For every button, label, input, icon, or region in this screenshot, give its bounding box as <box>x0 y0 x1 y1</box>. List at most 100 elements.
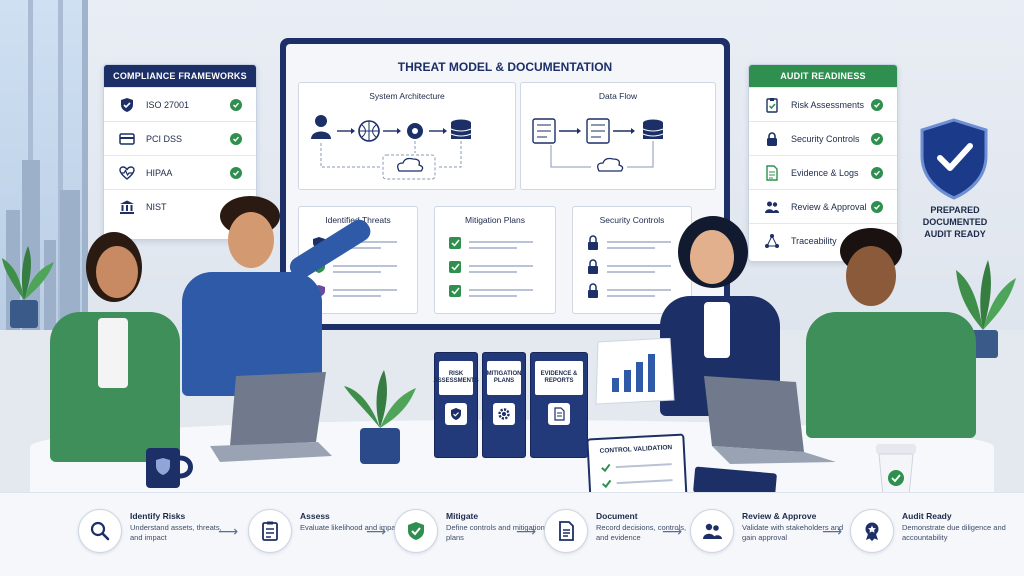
step-desc: Define controls and mitigation plans <box>446 523 545 543</box>
step-mitigate[interactable]: Mitigate Define controls and mitigation … <box>394 503 545 567</box>
check-icon <box>230 166 242 179</box>
document-icon <box>548 403 570 425</box>
process-steps-bar: Identify Risks Understand assets, threat… <box>0 492 1024 576</box>
audit-item-risk[interactable]: Risk Assessments <box>749 87 897 121</box>
heartbeat-icon <box>118 164 136 182</box>
card-icon <box>118 130 136 148</box>
document-icon <box>763 164 781 182</box>
plant-left <box>2 246 54 328</box>
laptop-left <box>210 372 332 462</box>
award-icon <box>850 509 894 553</box>
shield-icon <box>445 403 467 425</box>
step-identify-risks[interactable]: Identify Risks Understand assets, threat… <box>78 503 228 567</box>
data-flow-diagram <box>532 118 664 172</box>
arrow-right-icon: ⟶ <box>662 523 683 539</box>
gear-icon <box>493 403 515 425</box>
audit-item-review[interactable]: Review & Approval <box>749 189 897 223</box>
compliance-frameworks-title: COMPLIANCE FRAMEWORKS <box>104 65 256 87</box>
clipboard-label: CONTROL VALIDATION <box>599 444 673 455</box>
step-assess[interactable]: Assess Evaluate likelihood and impact <box>248 503 401 567</box>
audit-readiness-title: AUDIT READINESS <box>749 65 897 87</box>
step-document[interactable]: Document Record decisions, controls, and… <box>544 503 694 567</box>
step-title: Review & Approve <box>742 511 817 521</box>
binder-mitigation-plans[interactable]: MITIGATION PLANS <box>482 352 526 458</box>
badge-line-1: PREPARED <box>930 205 980 215</box>
check-icon <box>230 132 242 145</box>
step-title: Audit Ready <box>902 511 952 521</box>
lock-icon <box>763 130 781 148</box>
mitigation-plans-title: Mitigation Plans <box>464 215 525 225</box>
data-flow-box[interactable]: Data Flow <box>520 82 716 190</box>
binder-risk-assessments[interactable]: RISK ASSESSMENTS <box>433 352 479 458</box>
compliance-item-hipaa[interactable]: HIPAA <box>104 155 256 189</box>
arrow-right-icon: ⟶ <box>822 523 843 539</box>
architecture-diagram <box>311 115 472 180</box>
compliance-item-label: NIST <box>146 201 167 212</box>
shield-check-icon <box>394 509 438 553</box>
users-icon <box>763 198 781 216</box>
system-architecture-box[interactable]: System Architecture <box>298 82 516 190</box>
step-title: Identify Risks <box>130 511 186 521</box>
mitigation-plans-box[interactable]: Mitigation Plans <box>434 206 556 314</box>
compliance-item-nist[interactable]: NIST <box>104 189 256 223</box>
clipboard-icon <box>248 509 292 553</box>
person-woman-left <box>40 232 190 472</box>
security-controls-title: Security Controls <box>599 215 665 225</box>
binder-label: MITIGATION PLANS <box>487 361 521 395</box>
compliance-item-label: PCI DSS <box>146 133 183 144</box>
audit-item-label: Review & Approval <box>791 201 867 212</box>
clipboard-check-icon <box>763 96 781 114</box>
audit-item-controls[interactable]: Security Controls <box>749 121 897 155</box>
audit-item-evidence[interactable]: Evidence & Logs <box>749 155 897 189</box>
document-icon <box>544 509 588 553</box>
audit-item-traceability[interactable]: Traceability <box>749 223 897 257</box>
badge-text: PREPARED DOCUMENTED AUDIT READY <box>900 204 1010 240</box>
check-icon <box>871 166 883 179</box>
person-man-pointing <box>172 196 375 396</box>
compliance-item-label: ISO 27001 <box>146 99 190 110</box>
check-icon <box>871 98 883 111</box>
binder-evidence-reports[interactable]: EVIDENCE & REPORTS <box>530 352 588 458</box>
audit-item-label: Security Controls <box>791 133 860 144</box>
magnifier-icon <box>78 509 122 553</box>
step-desc: Record decisions, controls, and evidence <box>596 523 687 543</box>
clipboard-checklist <box>601 463 673 489</box>
security-controls-box[interactable]: Security Controls <box>572 206 692 314</box>
plant-center <box>344 370 416 464</box>
system-architecture-title: System Architecture <box>369 91 445 101</box>
check-icon <box>871 132 883 145</box>
compliance-item-pci[interactable]: PCI DSS <box>104 121 256 155</box>
audit-item-label: Risk Assessments <box>791 99 865 110</box>
check-icon <box>871 200 883 213</box>
step-audit-ready[interactable]: Audit Ready Demonstrate due diligence an… <box>850 503 1020 567</box>
data-flow-title: Data Flow <box>598 91 638 101</box>
person-man-right <box>800 228 980 438</box>
control-validation-clipboard[interactable]: CONTROL VALIDATION <box>586 433 688 507</box>
audit-item-label: Evidence & Logs <box>791 167 859 178</box>
compliance-item-iso[interactable]: ISO 27001 <box>104 87 256 121</box>
step-title: Document <box>596 511 638 521</box>
binder-label: RISK ASSESSMENTS <box>433 361 479 395</box>
step-desc: Validate with stakeholders and gain appr… <box>742 523 844 543</box>
step-desc: Demonstrate due diligence and accountabi… <box>902 523 1006 543</box>
compliance-item-label: HIPAA <box>146 167 173 178</box>
step-title: Assess <box>300 511 330 521</box>
badge-line-2: DOCUMENTED <box>922 217 988 228</box>
check-icon <box>230 98 242 111</box>
building-icon <box>118 198 136 216</box>
binder-label: EVIDENCE & REPORTS <box>535 361 583 395</box>
laptop-right <box>704 376 836 464</box>
step-desc: Understand assets, threats, and impact <box>130 523 222 543</box>
monitor-title: THREAT MODEL & DOCUMENTATION <box>397 60 613 74</box>
report-chart-paper <box>595 338 675 405</box>
mug <box>146 448 193 488</box>
step-desc: Evaluate likelihood and impact <box>300 523 402 532</box>
coffee-cup <box>876 444 916 497</box>
mitigation-list <box>449 237 533 297</box>
arrow-right-icon: ⟶ <box>516 523 537 539</box>
arrow-right-icon: ⟶ <box>218 523 239 539</box>
step-review-approve[interactable]: Review & Approve Validate with stakehold… <box>690 503 843 567</box>
shield-icon <box>118 96 136 114</box>
shield-check-icon <box>920 118 988 200</box>
users-icon <box>690 509 734 553</box>
